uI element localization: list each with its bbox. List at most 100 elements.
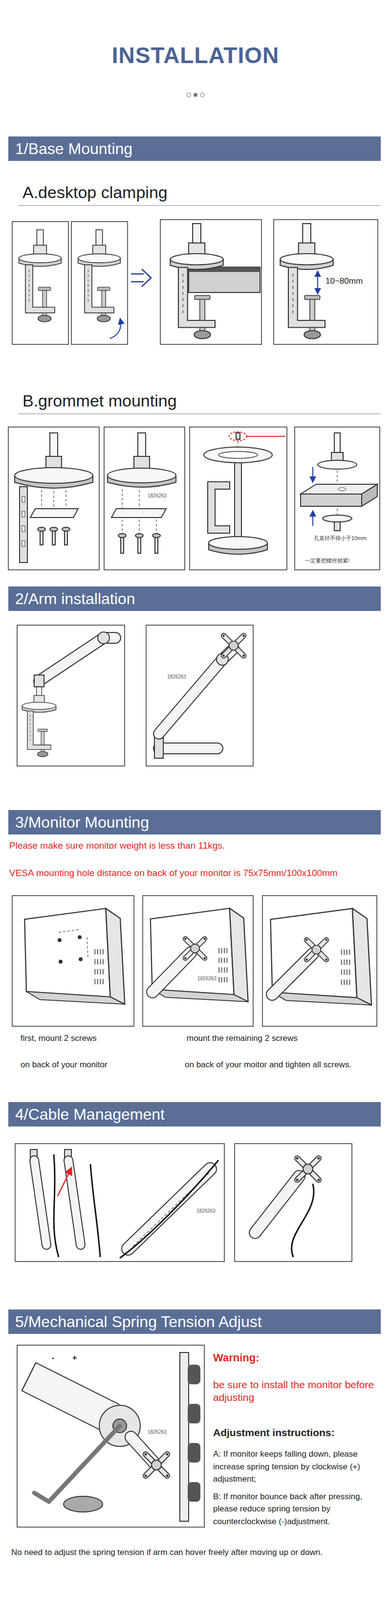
grommet-figure xyxy=(312,510,314,526)
page-title: INSTALLATION xyxy=(0,42,391,69)
warning-text: VESA mounting hole distance on back of y… xyxy=(9,866,338,879)
part-number: 1826263 xyxy=(196,975,218,982)
sub-heading: A.desktop clamping xyxy=(22,181,168,203)
title-dots xyxy=(200,92,205,97)
arm-figure xyxy=(97,631,110,644)
section-heading: 4/Cable Management xyxy=(15,1104,165,1123)
spring-figure xyxy=(187,1363,201,1384)
arm-figure xyxy=(34,674,44,687)
grommet-figure xyxy=(40,529,44,545)
grommet-figure xyxy=(138,489,140,509)
spring-figure xyxy=(17,1344,205,1526)
grommet-figure xyxy=(334,521,341,531)
instruction-heading: Adjustment instructions: xyxy=(213,1425,335,1438)
instruction-text: B: If monitor bounce back after pressing… xyxy=(213,1489,385,1527)
adjust-sign: + xyxy=(71,1351,78,1362)
monitor-figure xyxy=(86,936,88,959)
monitor-figure xyxy=(184,936,206,959)
cable-figure xyxy=(255,1175,300,1232)
grommet-figure xyxy=(361,483,378,506)
grommet-figure xyxy=(300,493,362,506)
grommet-figure xyxy=(334,432,341,453)
grommet-figure xyxy=(208,536,268,549)
desktop-clamp-figure xyxy=(130,268,152,287)
grommet-figure xyxy=(138,519,140,533)
cable-figure xyxy=(255,1175,300,1232)
part-number: 1826263 xyxy=(146,1428,168,1435)
spring-figure xyxy=(34,1424,120,1501)
note-text: 一定要把螺丝锁紧! xyxy=(304,557,351,565)
grommet-figure xyxy=(189,426,287,570)
spring-figure xyxy=(187,1402,201,1423)
section-bar: 3/Monitor Mounting xyxy=(8,809,381,834)
arm-figure xyxy=(158,648,234,734)
grommet-figure xyxy=(64,529,68,545)
section-bar: 5/Mechanical Spring Tension Adjust xyxy=(8,1308,381,1333)
grommet-figure xyxy=(111,508,167,518)
cable-figure xyxy=(234,1142,352,1261)
cable-figure xyxy=(15,1142,352,1261)
arm-figure xyxy=(158,648,234,734)
arm-figure xyxy=(17,624,254,766)
part-number: 1826263 xyxy=(146,492,168,500)
spring-figure xyxy=(187,1441,201,1462)
desktop-clamp-figure xyxy=(12,219,378,345)
arm-figure xyxy=(21,682,56,757)
grommet-figure xyxy=(107,467,176,483)
cable-figure xyxy=(119,1159,219,1258)
step-caption: on back of your monitor xyxy=(20,1058,108,1069)
warning-text: be sure to install the monitor before ad… xyxy=(213,1377,385,1404)
spring-figure xyxy=(187,1480,201,1501)
heading-rule xyxy=(18,412,381,414)
grommet-figure xyxy=(294,426,380,570)
grommet-figure xyxy=(312,466,314,482)
grommet-figure xyxy=(322,514,352,522)
monitor-figure xyxy=(150,907,249,1001)
grommet-figure xyxy=(152,533,161,538)
grommet-figure xyxy=(21,510,25,517)
spring-figure xyxy=(144,1452,169,1477)
monitor-figure xyxy=(12,894,377,1026)
grommet-figure xyxy=(8,426,380,570)
desktop-clamp-figure xyxy=(71,221,128,345)
spring-figure xyxy=(17,1344,205,1526)
desktop-clamp-figure xyxy=(188,266,261,293)
arm-figure xyxy=(146,624,254,766)
grommet-figure xyxy=(21,540,25,546)
cable-figure xyxy=(90,1163,101,1257)
grommet-figure xyxy=(19,486,28,563)
heading-rule xyxy=(18,204,381,206)
grommet-figure xyxy=(118,533,127,538)
grommet-figure xyxy=(234,462,242,541)
spring-figure xyxy=(29,1375,113,1418)
grommet-figure xyxy=(14,467,93,483)
monitor-figure xyxy=(58,958,63,963)
cable-figure xyxy=(291,1182,314,1257)
cable-figure xyxy=(296,1156,321,1181)
grommet-figure xyxy=(120,536,124,553)
grommet-figure xyxy=(218,451,258,458)
section-heading: 5/Mechanical Spring Tension Adjust xyxy=(15,1311,262,1330)
grommet-figure xyxy=(21,525,25,532)
section-heading: 2/Arm installation xyxy=(15,588,135,608)
grommet-figure xyxy=(30,508,79,518)
spring-figure xyxy=(28,1375,113,1418)
footer-note: No need to adjust the spring tension if … xyxy=(11,1545,323,1557)
grommet-figure xyxy=(317,459,357,469)
grommet-figure xyxy=(62,526,70,531)
dimension-label: 10~80mm xyxy=(324,275,364,286)
heading-rule xyxy=(18,205,381,414)
desktop-clamp-figure xyxy=(12,221,69,345)
monitor-figure xyxy=(78,956,83,961)
adjust-sign: - xyxy=(50,1351,56,1362)
grommet-figure xyxy=(21,496,25,502)
section-bar: 2/Arm installation xyxy=(8,586,381,611)
grommet-figure xyxy=(338,487,347,491)
cable-figure xyxy=(53,1153,59,1257)
grommet-figure xyxy=(53,490,55,509)
grommet-figure xyxy=(229,431,247,441)
note-text: 孔直径不得小于10mm xyxy=(312,534,368,542)
cable-figure xyxy=(34,1159,47,1244)
